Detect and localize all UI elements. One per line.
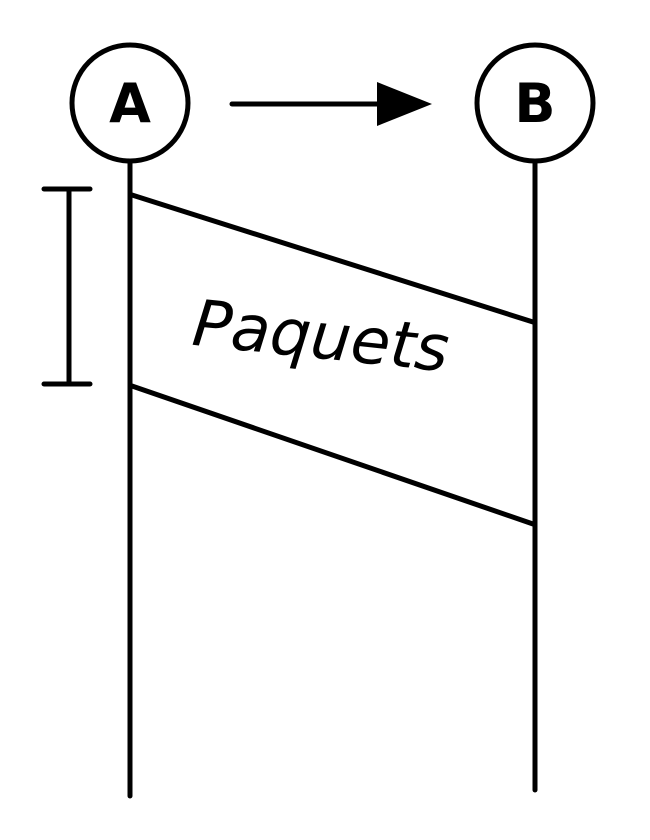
node-b-label: B	[514, 72, 555, 135]
packet-start-line	[129, 192, 536, 325]
node-a: A	[69, 42, 191, 164]
node-b: B	[474, 42, 596, 164]
node-a-label: A	[109, 72, 151, 135]
packet-end-line	[129, 383, 536, 527]
packets-label: Paquets	[189, 287, 452, 387]
interval-bracket-icon	[41, 186, 93, 387]
arrow-right-icon	[229, 82, 432, 126]
